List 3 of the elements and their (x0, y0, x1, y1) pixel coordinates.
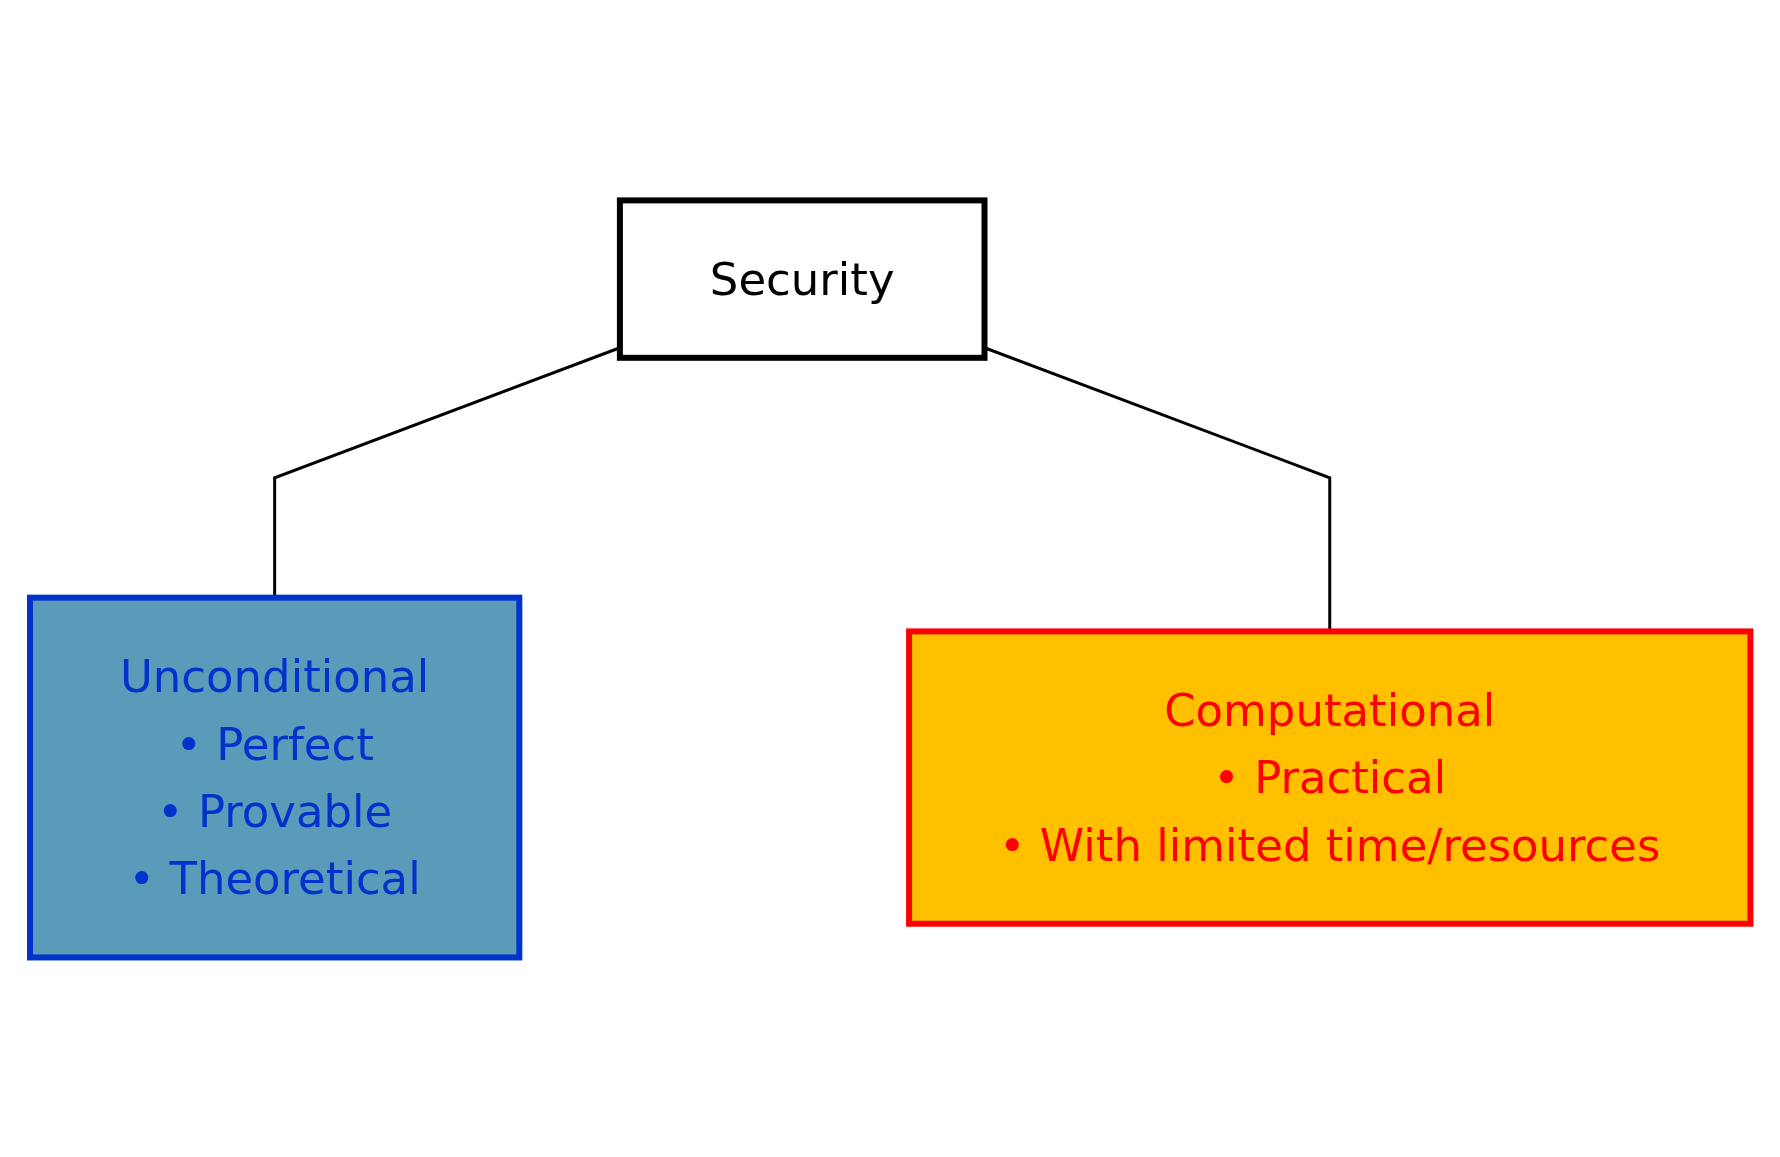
node-box: Unconditional • Perfect • Provable • Theoretical (26, 594, 523, 961)
node-box: Computational • Practical • With limited time/resources (905, 627, 1754, 927)
node-box: Security (616, 196, 988, 361)
